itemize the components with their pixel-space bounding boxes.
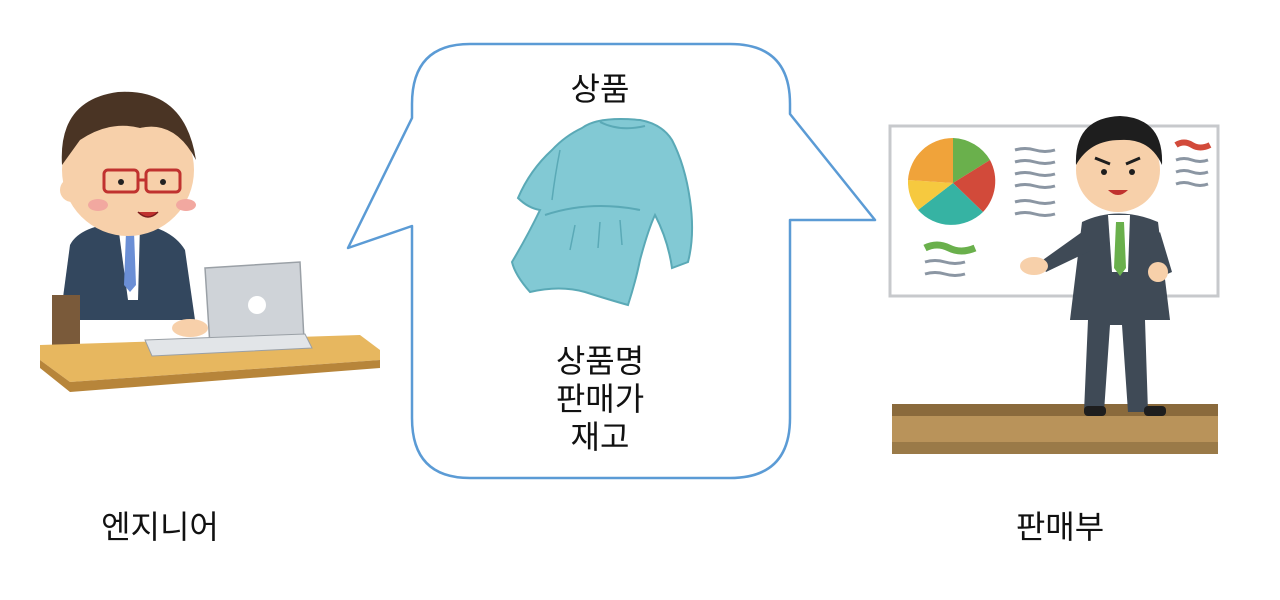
dress-icon	[510, 118, 694, 307]
product-info-list: 상품명 판매가 재고	[470, 342, 730, 456]
salesperson-illustration	[1020, 116, 1172, 416]
sales-dept-label: 판매부	[1015, 508, 1105, 546]
pie-chart-icon	[907, 137, 996, 225]
bubble-title: 상품	[570, 70, 630, 108]
engineer-label: 엔지니어	[101, 508, 219, 546]
product-info-line: 상품명	[555, 342, 645, 380]
stage-platform	[892, 404, 1218, 454]
product-info-line: 재고	[570, 418, 630, 456]
engineer-illustration	[40, 91, 380, 392]
product-info-line: 판매가	[555, 380, 645, 418]
